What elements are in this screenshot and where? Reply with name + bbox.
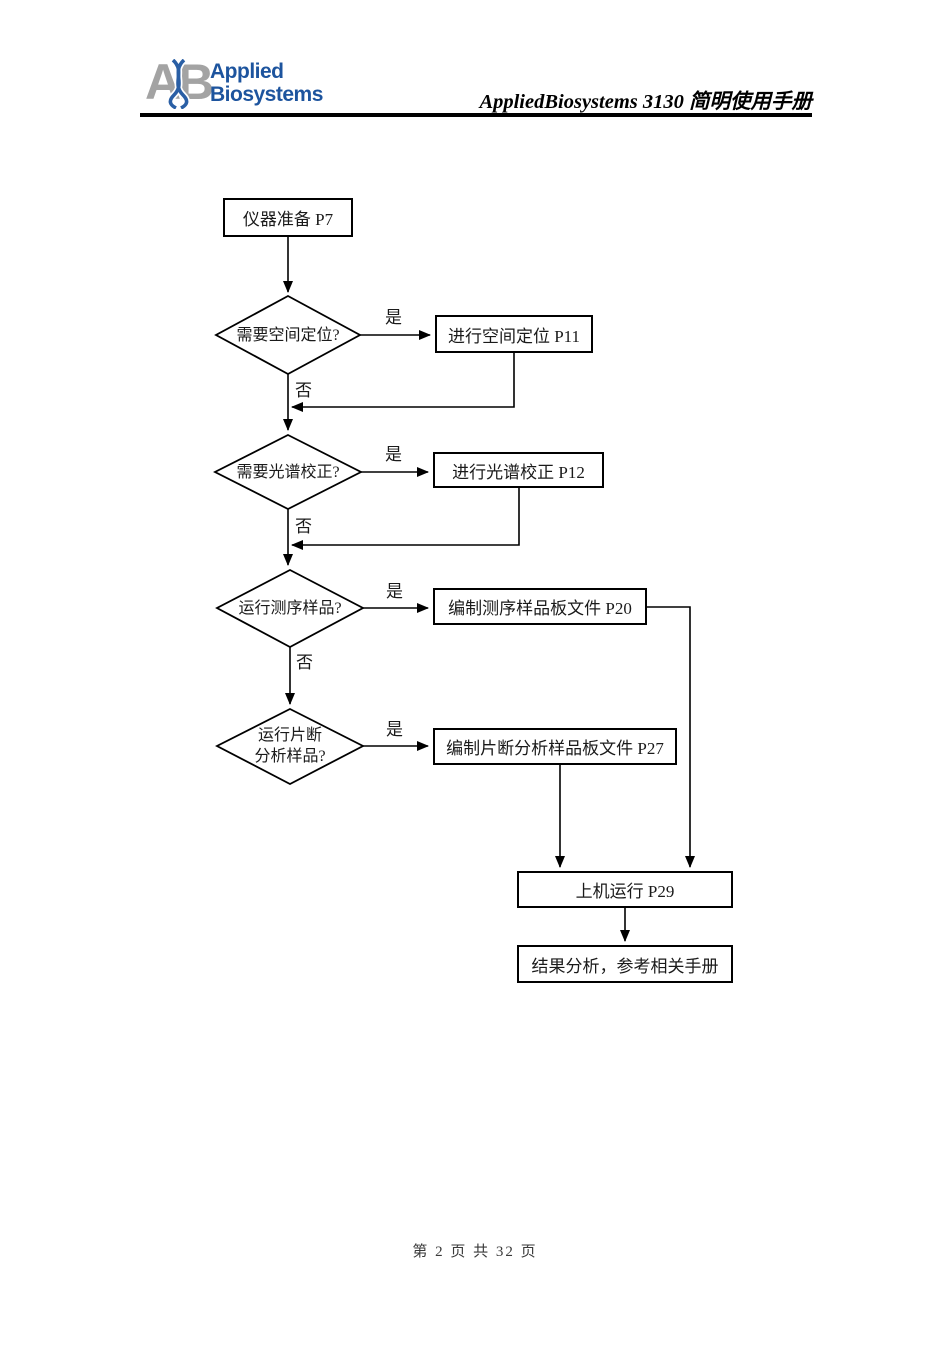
logo-wordmark-line1: Applied [210, 60, 284, 83]
node-instrument-prep: 仪器准备 P7 [223, 198, 353, 237]
diamond-qfrag-shape [215, 707, 365, 786]
node-question-fragment-line1: 运行片断 [257, 727, 322, 744]
flowchart-connectors [213, 237, 695, 942]
logo-wordmark-line2: Biosystems [210, 82, 323, 106]
node-run-instrument: 上机运行 P29 [517, 871, 733, 908]
edge-seqplate-to-run [647, 606, 695, 868]
diamond-qspatial-shape [214, 294, 362, 376]
edge-label-yes-seq: 是 [386, 582, 403, 601]
node-analyze-results: 结果分析，参考相关手册 [517, 945, 733, 983]
node-question-fragment: 运行片断 分析样品? [217, 725, 363, 767]
node-question-fragment-line2: 分析样品? [254, 748, 326, 765]
edge-label-no-seq: 否 [296, 653, 313, 672]
node-make-frag-plate: 编制片断分析样品板文件 P27 [433, 728, 677, 765]
edge-label-yes-spatial: 是 [385, 308, 402, 327]
diamond-qspectral-shape [213, 433, 363, 511]
node-question-spectral: 需要光谱校正? [236, 464, 340, 481]
applied-biosystems-logo: A B [145, 55, 221, 109]
dna-helix-icon [166, 59, 191, 109]
edge-spatial-return [291, 353, 515, 412]
node-do-spectral: 进行光谱校正 P12 [433, 452, 604, 488]
edge-label-yes-frag: 是 [386, 720, 403, 739]
edge-label-yes-spectral: 是 [385, 445, 402, 464]
node-question-sequencing: 运行测序样品? [238, 600, 342, 617]
page-number: 第 2 页 共 32 页 [412, 1244, 538, 1260]
node-do-spatial: 进行空间定位 P11 [435, 315, 593, 353]
node-question-spatial: 需要空间定位? [236, 327, 340, 344]
diamond-qseq-shape [215, 568, 365, 649]
logo-wordmark: Applied Biosystems [210, 60, 323, 106]
edge-label-no-spectral: 否 [295, 517, 312, 536]
document-title: AppliedBiosystems 3130 简明使用手册 [479, 91, 812, 113]
edge-label-no-spatial: 否 [295, 381, 312, 400]
node-make-seq-plate: 编制测序样品板文件 P20 [433, 588, 647, 625]
header-rule [140, 113, 812, 117]
edge-spectral-return [291, 488, 520, 550]
